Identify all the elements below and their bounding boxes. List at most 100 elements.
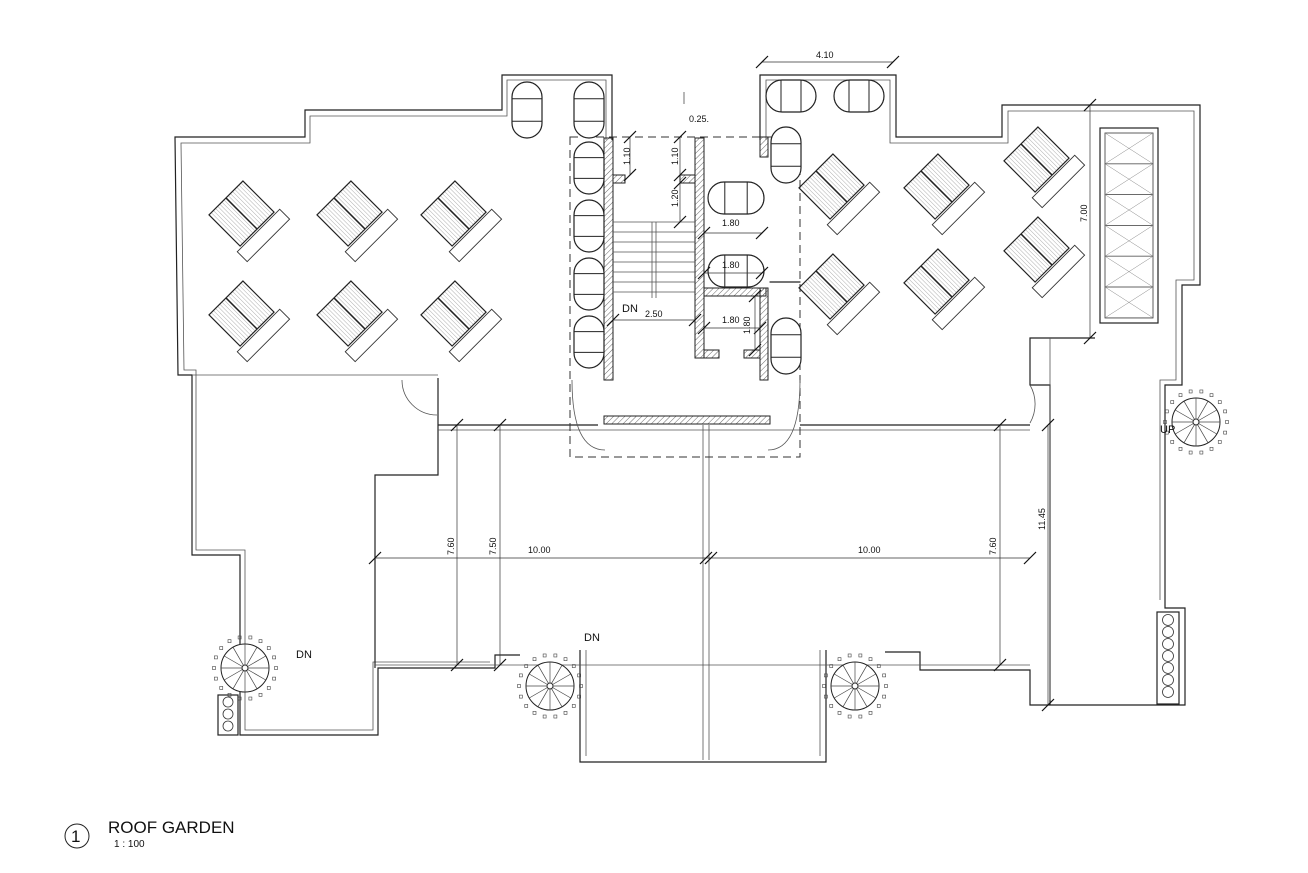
pill-table: [573, 81, 605, 139]
dim-shaft-width: 1.80: [722, 315, 740, 325]
dim-left-bay-b: 7.50: [488, 537, 498, 555]
dim-corridor-mid: 1.80: [722, 260, 740, 270]
dimension-tick: [673, 130, 687, 144]
lounge-sofa: [798, 153, 881, 236]
dimension-tick: [673, 215, 687, 229]
dim-corridor-upper: 1.80: [722, 218, 740, 228]
pill-table: [765, 79, 817, 113]
dim-wall-thickness: 0.25.: [689, 114, 709, 124]
dimension-tick: [748, 289, 762, 303]
pill-table: [833, 79, 885, 113]
dim-right-bay: 7.60: [988, 537, 998, 555]
dim-stair-width: 2.50: [645, 309, 663, 319]
door-swing-right: [1029, 384, 1036, 424]
dimension-tick: [688, 313, 702, 327]
door-swing-left: [401, 379, 438, 416]
plant-icon: [1162, 626, 1174, 638]
label-dn-left: DN: [296, 649, 312, 661]
dimension-tick: [450, 418, 464, 432]
dim-span-right: 10.00: [858, 545, 881, 555]
dimension-tick: [493, 418, 507, 432]
lounge-sofa: [208, 180, 291, 263]
dimension-lines: [368, 55, 1097, 712]
shaft-wall-stub: [703, 349, 720, 359]
lounge-sofa: [420, 280, 503, 363]
dimension-tick: [623, 168, 637, 182]
core-wall-stub: [759, 136, 769, 158]
spiral-staircase: [822, 653, 888, 719]
plant-icon: [1162, 650, 1174, 662]
core-wall-stub: [612, 174, 626, 184]
lounge-sofa: [1003, 126, 1086, 209]
pill-table: [511, 81, 543, 139]
view-number: 1: [71, 827, 80, 846]
lounge-sofa: [208, 280, 291, 363]
dimension-tick: [886, 55, 900, 69]
pill-table: [573, 315, 605, 369]
core-wall-left: [603, 137, 614, 381]
dimension-tick: [755, 55, 769, 69]
lounge-sofa: [903, 248, 986, 331]
plant-icon: [222, 708, 234, 720]
plant-icon: [1162, 638, 1174, 650]
dimension-tick: [493, 658, 507, 672]
dimension-tick: [1041, 418, 1055, 432]
label-dn-stair: DN: [622, 303, 638, 315]
dimension-tick: [673, 176, 687, 190]
dimension-tick: [697, 226, 711, 240]
dimension-tick: [755, 266, 769, 280]
dim-right-terrace-depth: 7.00: [1079, 204, 1089, 222]
left-terrace-parapet: [180, 79, 607, 731]
dimension-tick: [450, 658, 464, 672]
dim-top-width: 4.10: [816, 50, 834, 60]
label-dn-center: DN: [584, 632, 600, 644]
drawing-title: ROOF GARDEN: [108, 818, 235, 837]
lounge-sofa: [316, 180, 399, 263]
core-wall-center: [694, 137, 705, 359]
dimension-tick: [606, 313, 620, 327]
spiral-staircase: [517, 653, 583, 719]
dimension-tick: [1023, 551, 1037, 565]
drawing-scale: 1 : 100: [114, 839, 145, 850]
dimension-tick: [753, 321, 767, 335]
lounge-sofa: [903, 153, 986, 236]
lounge-sofa: [420, 180, 503, 263]
dimension-tick: [748, 343, 762, 357]
pill-table: [573, 257, 605, 311]
dimension-tick: [697, 321, 711, 335]
dim-shaft-depth: 1.80: [742, 316, 752, 334]
dimension-tick: [1083, 98, 1097, 112]
dim-left-bay-a: 7.60: [446, 537, 456, 555]
pill-table: [770, 317, 802, 375]
plant-icon: [222, 696, 234, 708]
plant-icon: [1162, 674, 1174, 686]
dim-landing: 1.20: [670, 189, 680, 207]
stair-treads: [613, 221, 695, 293]
dimension-tick: [697, 266, 711, 280]
pill-table: [770, 126, 802, 184]
label-up-right: UP: [1160, 424, 1175, 436]
plant-icon: [1162, 686, 1174, 698]
core-wall-bottom: [603, 415, 771, 425]
pill-table: [573, 141, 605, 195]
core-wall-stub: [679, 174, 696, 184]
dim-right-wing: 11.45: [1037, 508, 1047, 530]
dimension-tick: [368, 551, 382, 565]
plant-icon: [222, 720, 234, 732]
core-door-swings: [571, 379, 801, 451]
left-bay-wall: [374, 378, 439, 668]
dim-stair-top-left: 1.10: [622, 147, 632, 165]
view-number-circle: [64, 823, 90, 849]
shaft-wall-right: [759, 287, 769, 381]
dim-span-left: 10.00: [528, 545, 551, 555]
planter-left: [217, 694, 239, 736]
dimension-tick: [993, 418, 1007, 432]
shaft-wall-stub: [743, 349, 761, 359]
furniture-layer: [208, 79, 1229, 732]
dimension-tick: [623, 130, 637, 144]
dimension-tick: [993, 658, 1007, 672]
pill-table: [573, 199, 605, 253]
planter-right: [1156, 611, 1180, 705]
